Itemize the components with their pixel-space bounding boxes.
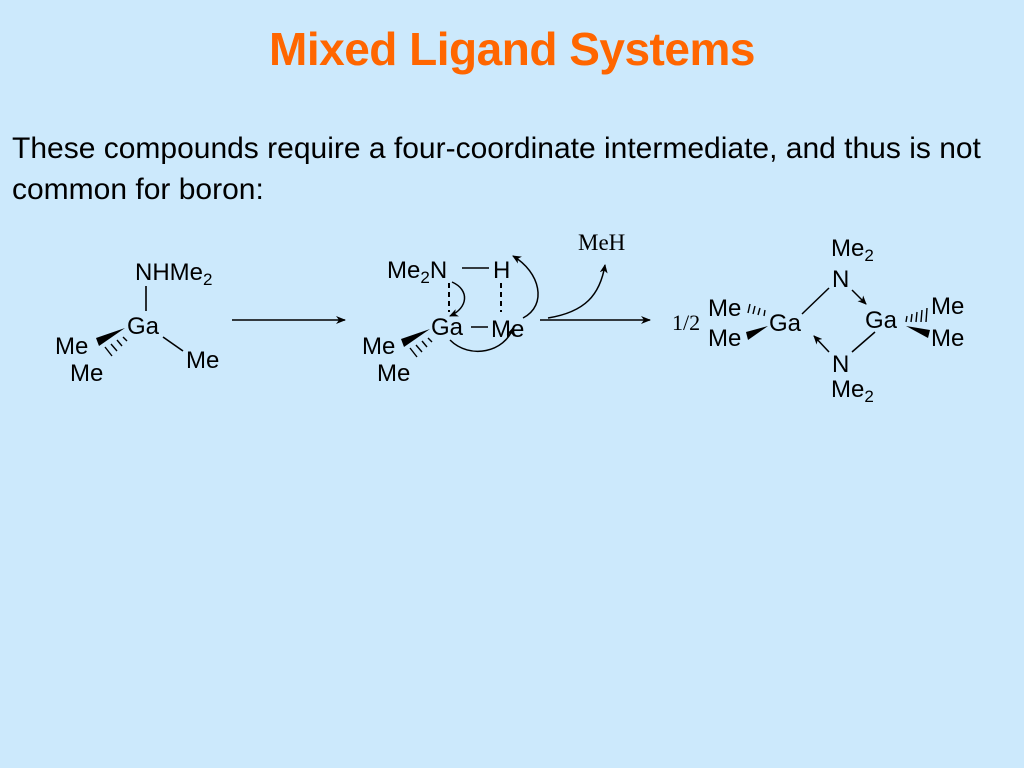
product-me-left-top: Me <box>708 295 741 322</box>
product-right-wedge-bond <box>906 326 930 338</box>
reactant-ga-label: Ga <box>127 313 160 340</box>
curly-arrow-n-to-ga <box>449 281 466 317</box>
intermediate-me-right: Me <box>491 316 524 343</box>
intermediate-hash-bond <box>409 337 433 358</box>
product-right-hash-bond <box>905 307 928 323</box>
intermediate-wedge-bond <box>401 329 430 347</box>
product-dative-n-top-ga-right <box>851 289 867 305</box>
byproduct-meh: MeH <box>578 230 625 255</box>
product-structure: 1/2 Me2 N Ga Ga N Me2 Me Me Me Me <box>672 235 964 406</box>
intermediate-me-left-top: Me <box>362 333 395 360</box>
product-n-top: N <box>832 266 849 293</box>
product-me-right-top: Me <box>931 293 964 320</box>
product-bond-n-top-ga-left <box>801 287 830 315</box>
product-me-right-bottom: Me <box>931 325 964 352</box>
reactant-structure: NHMe2 Ga Me Me Me <box>55 259 219 387</box>
product-dative-n-bottom-ga-left <box>813 335 830 353</box>
product-n-top-me2: Me2 <box>831 235 874 265</box>
reactant-amine-label: NHMe2 <box>135 259 212 289</box>
byproduct-curved-arrow <box>547 264 608 319</box>
product-left-hash-bond <box>747 303 766 317</box>
product-ga-right: Ga <box>865 307 898 334</box>
intermediate-structure: Me2N H Ga Me Me Me <box>362 255 539 387</box>
curly-arrow-ga-me-to-h <box>449 327 515 353</box>
intermediate-amine-label: Me2N <box>387 257 447 287</box>
curly-arrow-me-to-h <box>512 255 539 319</box>
product-me-left-bottom: Me <box>708 325 741 352</box>
product-coefficient: 1/2 <box>672 310 700 335</box>
product-ga-left: Ga <box>769 310 802 337</box>
product-bond-n-bottom-ga-right <box>851 331 876 353</box>
intermediate-h-label: H <box>493 257 510 284</box>
reactant-me-left-bottom: Me <box>70 360 103 387</box>
product-n-bottom-me2: Me2 <box>831 376 874 406</box>
reactant-wedge-bond <box>96 328 125 346</box>
reactant-me-left-top: Me <box>55 333 88 360</box>
reactant-me-right: Me <box>186 347 219 374</box>
slide-body-text: These compounds require a four-coordinat… <box>12 132 981 206</box>
reactant-hash-bond <box>104 336 128 357</box>
intermediate-me-left-bottom: Me <box>377 360 410 387</box>
intermediate-ga-label: Ga <box>431 314 464 341</box>
product-n-bottom: N <box>832 351 849 378</box>
product-left-wedge-bond <box>746 326 768 340</box>
slide-title: Mixed Ligand Systems <box>269 23 755 75</box>
reactant-ga-me-bond <box>162 336 184 352</box>
